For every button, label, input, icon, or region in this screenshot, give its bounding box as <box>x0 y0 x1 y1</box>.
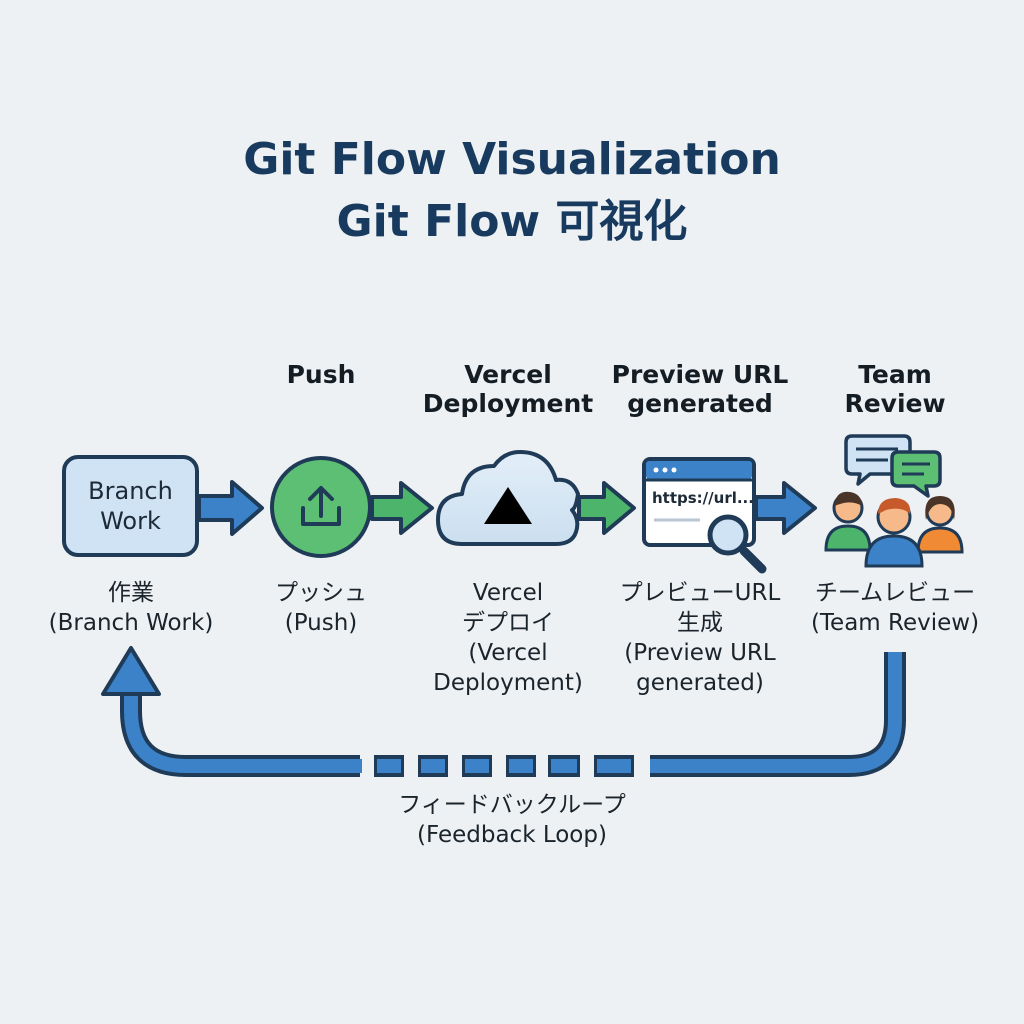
preview-top-label: Preview URL generated <box>611 360 789 418</box>
upload-icon <box>301 486 341 526</box>
diagram-title: Git Flow Visualization <box>243 134 781 185</box>
arrow-vercel-to-preview <box>577 481 636 535</box>
person-left-icon <box>824 491 872 552</box>
review-bottom-label: チームレビュー (Team Review) <box>810 580 980 636</box>
person-right-icon <box>916 496 964 554</box>
feedback-loop-label: フィードバックループ (Feedback Loop) <box>398 792 626 848</box>
preview-url-node: https://url... <box>642 457 767 574</box>
feedback-loop-arrow <box>101 646 906 777</box>
feedback-arrowhead <box>101 646 161 696</box>
person-center-icon <box>864 498 924 568</box>
vercel-node <box>436 450 580 546</box>
feedback-dashes <box>374 755 634 777</box>
branch-work-bottom-label: 作業 (Branch Work) <box>48 580 214 636</box>
magnifier-icon <box>707 514 767 574</box>
review-top-label: Team Review <box>844 360 946 418</box>
preview-bottom-label: プレビューURL 生成 (Preview URL generated) <box>619 580 781 696</box>
vercel-bottom-label: Vercel デプロイ (Vercel Deployment) <box>433 580 583 696</box>
arrow-push-to-vercel <box>370 481 434 535</box>
vercel-top-label: Vercel Deployment <box>422 360 594 418</box>
diagram-subtitle: Git Flow 可視化 <box>336 196 688 247</box>
team-review-node <box>824 434 964 568</box>
push-node <box>270 456 372 558</box>
branch-work-label: Branch Work <box>88 477 173 535</box>
arrow-branch-to-push <box>197 480 264 536</box>
preview-url-text: https://url... <box>652 489 754 507</box>
push-top-label: Push <box>286 360 356 389</box>
arrow-preview-to-review <box>754 481 817 535</box>
vercel-triangle-icon <box>484 487 532 524</box>
push-bottom-label: プッシュ (Push) <box>275 580 367 636</box>
chat-bubble-icon <box>844 434 942 498</box>
